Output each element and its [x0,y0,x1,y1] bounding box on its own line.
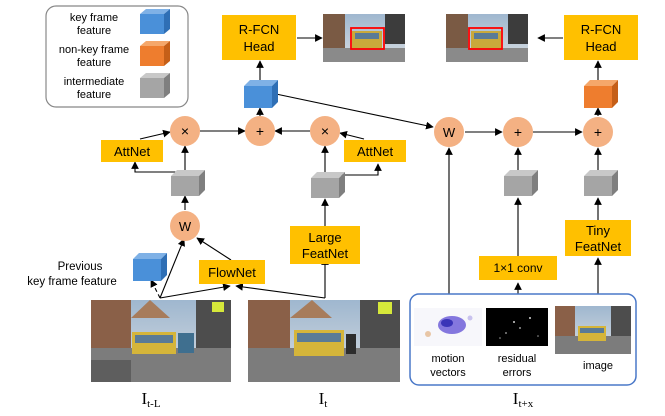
flownet: FlowNet [199,260,265,284]
arrow-frame-t-to-flownet [235,283,326,299]
motion-vectors-label-1: motion [431,353,464,365]
legend-nonkey-cube [140,41,170,66]
arrow-frame-tL-to-flownet [159,283,231,299]
arrow-flownet-to-w [196,237,232,261]
attnet-left: AttNet [101,140,163,162]
rfcn-head-left: R-FCN Head [222,15,296,60]
feature-cubes [133,80,618,281]
multiply-op-left: × [170,116,200,146]
legend: key frame feature non-key frame feature … [45,5,189,108]
conv-1x1: 1×1 conv [479,256,557,280]
legend-key-label-1: key frame [70,12,118,24]
key-feature-cube-top [244,80,278,108]
image-label: image [583,360,613,372]
multiply-op-right-symbol: × [321,123,329,139]
nonkey-feature-cube [584,80,618,108]
frame-label-t-plus-x: It+x [513,389,534,410]
output-image-left [323,14,405,62]
frame-t-minus-L [91,300,231,382]
previous-label-line2: key frame feature [27,276,116,288]
residual-errors-label-1: residual [498,353,537,365]
attnet-right-label: AttNet [357,144,394,159]
large-featnet-line2: FeatNet [302,246,349,261]
current-frame-image [555,306,631,354]
rfcn-head-right-line1: R-FCN [581,22,621,37]
legend-key-label-2: feature [77,25,111,37]
legend-nonkey-label-2: feature [77,57,111,69]
connectors [131,34,602,306]
intermediate-cube-right-2 [584,170,618,196]
add-op-right-1-symbol: + [514,124,522,140]
rfcn-head-right: R-FCN Head [564,15,638,60]
intermediate-cube-middle [311,172,345,198]
large-featnet-line1: Large [308,230,341,245]
frame-t [248,300,400,382]
arrow-attnet-left-to-multiply [139,129,171,140]
output-image-right [446,14,528,62]
rfcn-head-right-line2: Head [585,39,616,54]
arrow-cube-to-attnet-left [131,161,185,173]
add-op-middle-symbol: + [256,123,264,139]
residual-errors-image [486,308,548,346]
motion-vectors-image [414,308,482,346]
attnet-right: AttNet [344,140,406,162]
attnet-left-label: AttNet [114,144,151,159]
compressed-input-group: motion vectors residual errors image [409,293,637,386]
detection-box-left [350,27,385,50]
tiny-featnet-line2: FeatNet [575,239,622,254]
arrow-key-feature-to-w-right [275,93,434,130]
multiply-op-right: × [310,116,340,146]
frame-label-t: It [319,389,328,410]
legend-intermediate-label-1: intermediate [64,76,125,88]
conv-1x1-label: 1×1 conv [493,261,542,275]
previous-label-line1: Previous [58,261,103,273]
motion-vectors-label-2: vectors [430,367,466,379]
tiny-featnet: Tiny FeatNet [565,220,631,256]
arrow-prev-feature-to-w [159,238,185,299]
rfcn-head-left-line2: Head [243,39,274,54]
intermediate-cube-left [171,170,205,196]
legend-intermediate-label-2: feature [77,89,111,101]
module-boxes: R-FCN Head R-FCN Head AttNet AttNet Flow… [101,15,638,284]
warp-op-left: W [170,211,200,241]
warp-op-right-symbol: W [443,125,456,140]
frame-label-t-minus-L: It-L [141,389,160,410]
detection-box-right [468,27,503,50]
rfcn-head-left-line1: R-FCN [239,22,279,37]
legend-key-cube [140,9,170,34]
large-featnet: Large FeatNet [290,226,360,264]
multiply-op-left-symbol: × [181,123,189,139]
previous-key-feature-cube [133,253,167,281]
flownet-label: FlowNet [208,265,256,280]
warp-op-left-symbol: W [179,219,192,234]
operators: × + × W W + + [170,116,613,241]
arrow-dashed-prev-feature [150,279,161,299]
warp-op-right: W [434,117,464,147]
arrow-attnet-right-to-multiply [339,130,365,140]
add-op-right-2: + [583,117,613,147]
intermediate-cube-right-1 [504,170,538,196]
add-op-middle: + [245,116,275,146]
residual-errors-label-2: errors [503,367,532,379]
add-op-right-2-symbol: + [594,124,602,140]
legend-nonkey-label-1: non-key frame [59,44,129,56]
tiny-featnet-line1: Tiny [586,223,611,238]
add-op-right-1: + [503,117,533,147]
legend-intermediate-cube [140,73,170,98]
